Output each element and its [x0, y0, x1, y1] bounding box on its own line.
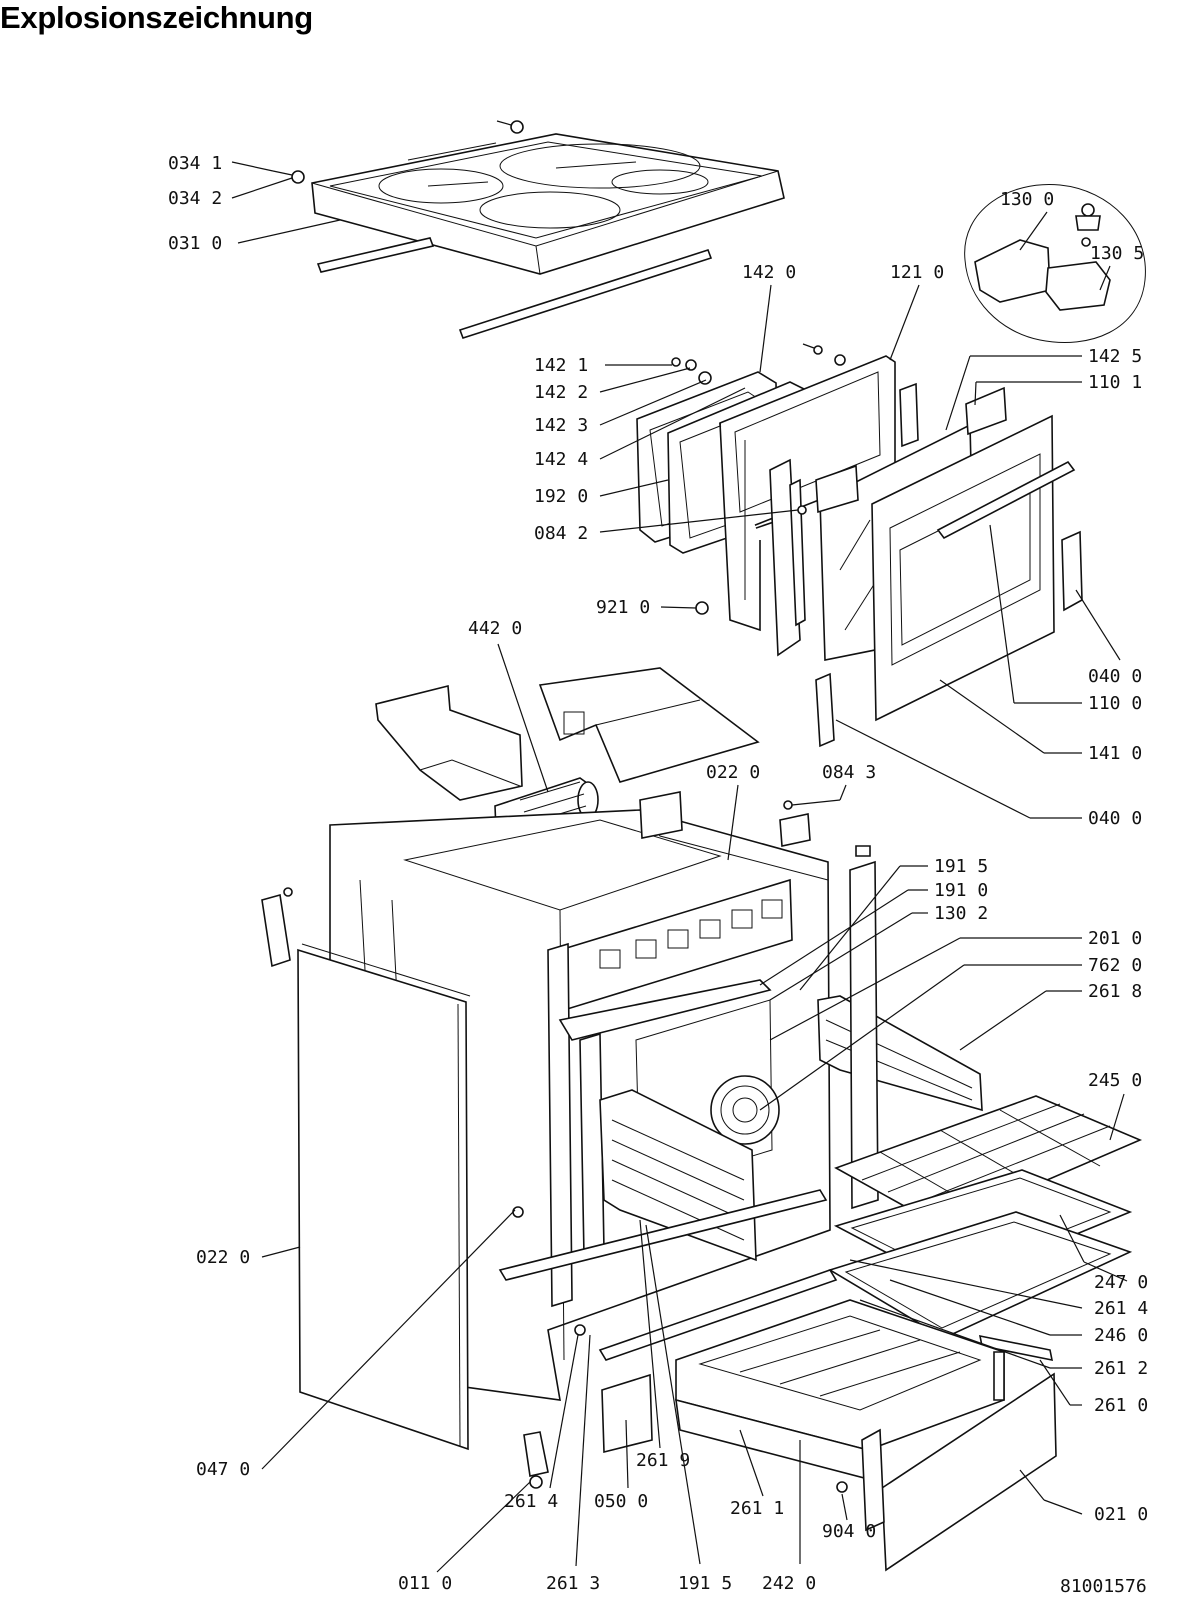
- label-192-0: 192 0: [534, 486, 588, 507]
- storage-drawer: [675, 1299, 1005, 1482]
- label-142-3: 142 3: [534, 415, 588, 436]
- outer-door: [871, 414, 1076, 722]
- label-130-2: 130 2: [934, 903, 988, 924]
- label-261-3: 261 3: [546, 1573, 600, 1594]
- label-142-2: 142 2: [534, 382, 588, 403]
- oven-front-frame: [547, 942, 772, 1308]
- label-121-0: 121 0: [890, 262, 944, 283]
- air-duct: [375, 684, 523, 801]
- label-261-4-right: 261 4: [1094, 1298, 1148, 1319]
- label-011-0: 011 0: [398, 1573, 452, 1594]
- side-panel: [297, 943, 471, 1451]
- leader-lines: [231, 161, 1128, 1573]
- label-261-1: 261 1: [730, 1498, 784, 1519]
- page-title: Explosionszeichnung: [0, 0, 313, 35]
- label-110-0: 110 0: [1088, 693, 1142, 714]
- label-084-3: 084 3: [822, 762, 876, 783]
- label-142-4: 142 4: [534, 449, 588, 470]
- label-047-0: 047 0: [196, 1459, 250, 1480]
- label-141-0: 141 0: [1088, 743, 1142, 764]
- label-201-0: 201 0: [1088, 928, 1142, 949]
- label-084-2: 084 2: [534, 523, 588, 544]
- support-rail-front: [316, 237, 713, 339]
- label-904-0: 904 0: [822, 1521, 876, 1542]
- label-261-9: 261 9: [636, 1450, 690, 1471]
- label-142-1: 142 1: [534, 355, 588, 376]
- label-142-5: 142 5: [1088, 346, 1142, 367]
- label-191-5-bottom: 191 5: [678, 1573, 732, 1594]
- label-142-0: 142 0: [742, 262, 796, 283]
- plinth-panel: [601, 1373, 653, 1454]
- door-hinge-bracket: [769, 458, 806, 657]
- cooktop-screws: [272, 120, 524, 184]
- side-rack-right: [817, 860, 983, 1210]
- label-247-0: 247 0: [1094, 1272, 1148, 1293]
- small-parts: [283, 343, 1005, 1493]
- door-hinges: [815, 382, 1083, 748]
- label-245-0: 245 0: [1088, 1070, 1142, 1091]
- label-040-0-bottom: 040 0: [1088, 808, 1142, 829]
- label-261-8: 261 8: [1088, 981, 1142, 1002]
- door-inner-frame: [719, 355, 896, 632]
- label-130-0: 130 0: [1000, 189, 1054, 210]
- label-261-2: 261 2: [1094, 1358, 1148, 1379]
- label-261-4-bottom: 261 4: [504, 1491, 558, 1512]
- label-246-0: 246 0: [1094, 1325, 1148, 1346]
- label-022-0-top: 022 0: [706, 762, 760, 783]
- label-191-5-right: 191 5: [934, 856, 988, 877]
- drip-tray: [828, 1211, 1133, 1339]
- label-242-0: 242 0: [762, 1573, 816, 1594]
- label-022-0-left: 022 0: [196, 1247, 250, 1268]
- label-191-0: 191 0: [934, 880, 988, 901]
- oven-cavity: [635, 999, 780, 1191]
- label-034-1: 034 1: [168, 153, 222, 174]
- label-442-0: 442 0: [468, 618, 522, 639]
- label-762-0: 762 0: [1088, 955, 1142, 976]
- adjustable-foot: [523, 1431, 549, 1489]
- inset-detail-circle: [964, 183, 1146, 343]
- label-050-0: 050 0: [594, 1491, 648, 1512]
- label-110-1: 110 1: [1088, 372, 1142, 393]
- label-034-2: 034 2: [168, 188, 222, 209]
- label-130-5: 130 5: [1090, 243, 1144, 264]
- label-921-0: 921 0: [596, 597, 650, 618]
- label-031-0: 031 0: [168, 233, 222, 254]
- label-261-0: 261 0: [1094, 1395, 1148, 1416]
- drawer-front: [861, 1372, 1057, 1572]
- label-040-0-top: 040 0: [1088, 666, 1142, 687]
- rear-bracket: [261, 791, 811, 968]
- vent-cover: [538, 667, 760, 783]
- telescopic-rails: [498, 1189, 1054, 1362]
- document-number: 81001576: [1060, 1576, 1147, 1597]
- label-021-0: 021 0: [1094, 1504, 1148, 1525]
